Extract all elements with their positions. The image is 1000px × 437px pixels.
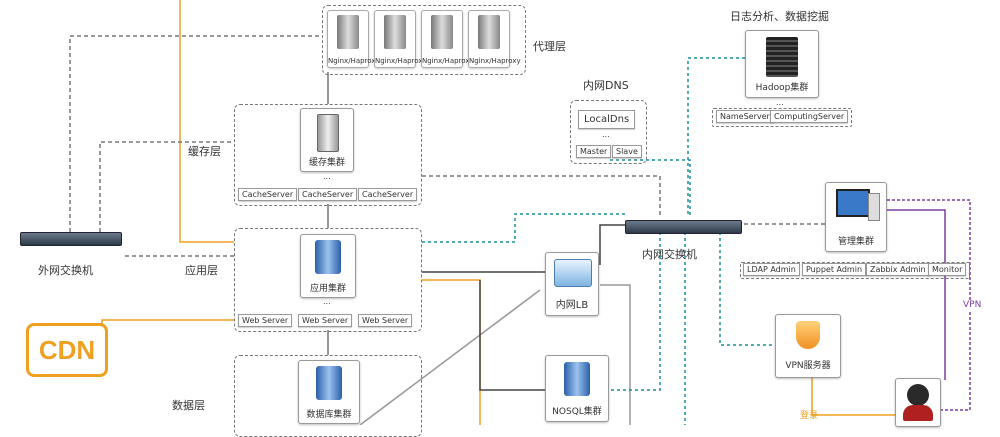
proxy-server-3[interactable]: Nginx/Haproxy [421,10,474,68]
inner-switch-label: 内网交换机 [642,248,697,261]
proxy-server-4[interactable]: Nginx/Haproxy [468,10,521,68]
cache-server-2[interactable]: CacheServer [298,188,358,201]
hadoop-cluster-node[interactable]: Hadoop集群 [745,30,819,98]
proxy-server-1[interactable]: Nginx/Haproxy [327,10,380,68]
line-vpn-login [811,376,895,416]
mgmt-cluster-label: 管理集群 [837,237,874,247]
line-outer-switch-proxy [69,35,322,232]
line-login-mgmt-purple2 [885,209,946,380]
outer-switch-icon[interactable] [20,232,122,246]
cdn-node[interactable]: CDN [26,323,108,377]
cache-layer-box [234,104,422,206]
user-avatar-icon [907,384,929,406]
cache-server-3[interactable]: CacheServer [358,188,418,201]
shield-icon [796,321,820,349]
mgmt-puppet-admin[interactable]: Puppet Admin [802,263,867,276]
line-app-nosql-dark [479,280,545,391]
dns-box [570,100,647,164]
mgmt-ldap-admin[interactable]: LDAP Admin [743,263,800,276]
cache-cluster-node[interactable]: 缓存集群 [300,108,354,172]
line-inner-down [610,232,661,391]
nosql-icon [564,362,590,396]
database-icon [316,366,342,400]
inner-lb-label: 内网LB [555,300,589,311]
dns-slave[interactable]: Slave [612,145,642,158]
nosql-cluster-node[interactable]: NOSQL集群 [545,355,609,422]
server-icon [431,15,453,49]
vpn-server-node[interactable]: VPN服务器 [775,314,841,378]
mgmt-cluster-node[interactable]: 管理集群 [825,182,887,252]
app-server-icon [315,240,341,274]
nosql-cluster-label: NOSQL集群 [552,407,602,417]
line-app-to-nosql [422,279,481,425]
internal-dns-title: 内网DNS [583,79,629,92]
mgmt-monitor[interactable]: Monitor [928,263,967,276]
proxy-layer-box [322,5,526,75]
cache-cluster-label: 缓存集群 [308,158,345,168]
line-outer-switch-to-app [179,0,234,243]
outer-switch-label: 外网交换机 [38,264,93,277]
line-db-diag [359,289,541,425]
cache-ellipsis: ... [323,172,331,181]
vpn-link-label: VPN [963,300,982,310]
lb-icon [554,259,592,287]
line-hadoop-inner [687,57,745,216]
app-cluster-label: 应用集群 [309,284,346,294]
inner-switch-icon[interactable] [625,220,742,234]
line-app-inner-teal [422,213,625,243]
app-layer-box [234,228,422,332]
db-cluster-node[interactable]: 数据库集群 [298,360,360,424]
analytics-title: 日志分析、数据挖掘 [730,10,829,23]
computer-icon [836,189,870,217]
tower-icon [868,193,880,221]
line-cdn-to-app [101,319,234,347]
app-ellipsis: ... [323,297,331,306]
server-icon [478,15,500,49]
dns-ellipsis: ... [602,130,610,139]
hadoop-computing-server[interactable]: ComputingServer [770,110,849,123]
server-icon [384,15,406,49]
app-layer-label: 应用层 [185,264,218,277]
hadoop-cluster-label: Hadoop集群 [755,83,809,93]
mgmt-tools-box [740,262,970,279]
proxy-server-2[interactable]: Nginx/Haproxy [374,10,427,68]
db-cluster-label: 数据库集群 [306,410,352,420]
line-cache-inner [422,175,661,216]
line-dns-inner [610,159,691,216]
mgmt-zabbix-admin[interactable]: Zabbix Admin [866,263,930,276]
app-server-2[interactable]: Web Server [298,314,353,327]
app-cluster-node[interactable]: 应用集群 [300,234,356,298]
line-inner-vpn [719,232,775,346]
cache-server-1[interactable]: CacheServer [238,188,298,201]
cache-icon [317,114,339,152]
hadoop-servers-box [712,108,852,127]
vpn-server-label: VPN服务器 [785,361,831,371]
login-label: 登录 [800,411,819,421]
hadoop-ellipsis: ... [776,98,784,107]
dns-master[interactable]: Master [576,145,612,158]
inner-lb-node[interactable]: 内网LB [545,252,599,316]
hadoop-name-server[interactable]: NameServer [716,110,774,123]
line-lb-inner-switch [599,224,625,265]
proxy-layer-label: 代理层 [533,40,566,53]
admin-user-node[interactable] [895,378,941,427]
line-outer-switch-cache [99,141,234,232]
connection-lines [69,0,971,425]
server-icon [337,15,359,49]
data-layer-label: 数据层 [172,399,205,412]
rack-icon [766,37,798,77]
line-lb-nosql [600,284,631,425]
app-server-1[interactable]: Web Server [238,314,293,327]
user-body-icon [903,405,933,421]
local-dns-node[interactable]: LocalDns [578,110,636,129]
cache-layer-label: 缓存层 [188,145,221,158]
app-server-3[interactable]: Web Server [358,314,413,327]
